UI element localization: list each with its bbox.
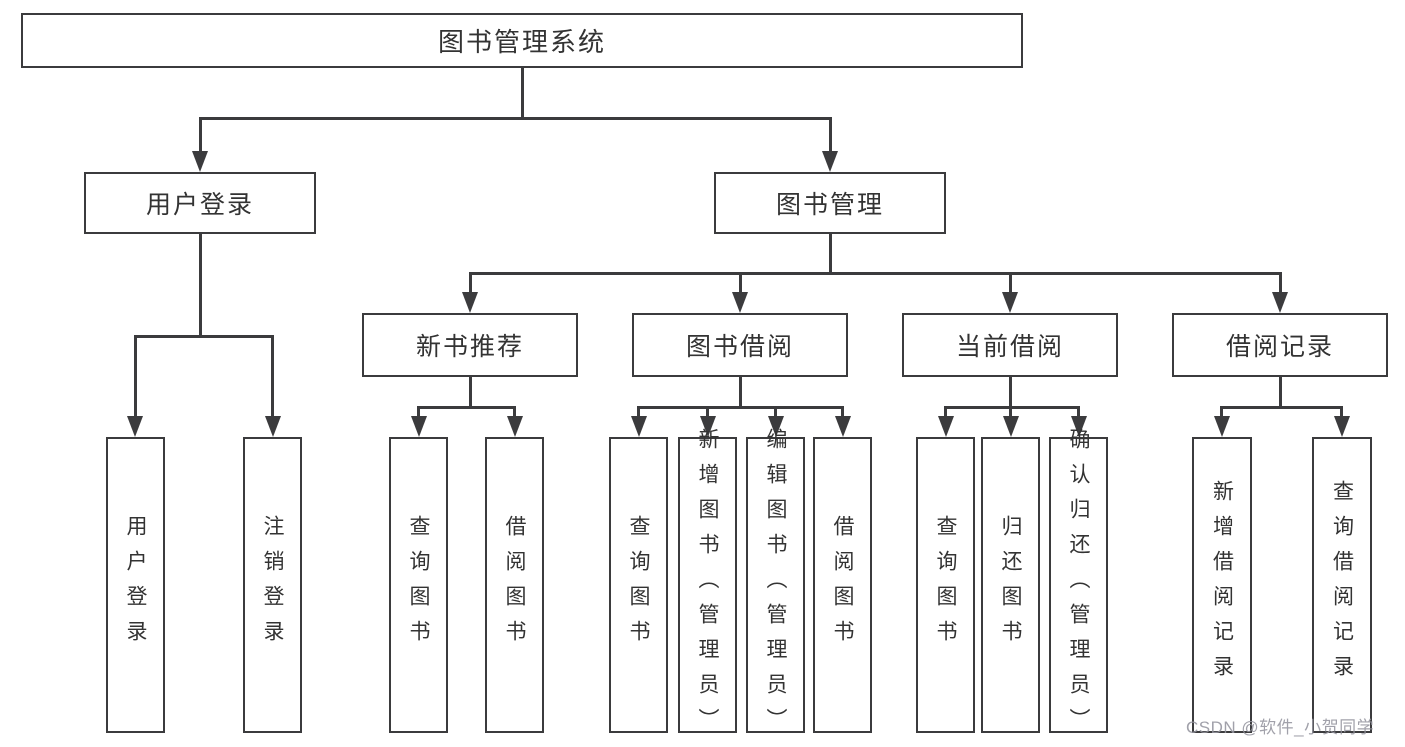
connector-line <box>1077 407 1080 420</box>
arrow-down-icon <box>1070 416 1087 437</box>
connector-line <box>774 407 777 420</box>
connector-line <box>271 336 274 420</box>
node-current-borrowing: 当前借阅 <box>902 313 1118 377</box>
connector-line <box>1008 377 1012 408</box>
connector-line <box>1009 407 1012 420</box>
node-user-login: 用户登录 <box>84 172 316 234</box>
connector-line <box>1220 407 1223 420</box>
leaf-return-books: 归还图书 <box>981 437 1040 733</box>
node-label: 图书管理 <box>775 191 884 219</box>
node-new-book-recommendation: 新书推荐 <box>362 313 578 377</box>
leaf-edit-books-admin: 编辑图书（管理员） <box>746 428 805 743</box>
arrow-down-icon <box>699 416 716 437</box>
arrow-down-icon <box>264 416 281 437</box>
connector-line <box>198 234 202 338</box>
connector-line <box>637 407 640 420</box>
node-label: 编辑图书（管理员） <box>764 427 787 743</box>
arrow-down-icon <box>1002 416 1019 437</box>
node-label: 图书借阅 <box>685 333 794 361</box>
leaf-borrow-books-recommend: 借阅图书 <box>485 437 544 733</box>
arrow-down-icon <box>127 416 143 437</box>
leaf-add-borrow-record: 新增借阅记录 <box>1192 437 1252 733</box>
arrow-down-icon <box>1272 292 1288 313</box>
node-label: 当前借阅 <box>955 333 1064 361</box>
leaf-logout: 注销登录 <box>243 437 302 733</box>
csdn-watermark: CSDN @软件_小贺同学 <box>1186 718 1375 737</box>
arrow-down-icon <box>1002 292 1018 313</box>
node-label: 新增借阅记录 <box>1210 480 1234 690</box>
connector-line <box>1340 407 1343 420</box>
leaf-query-books-current: 查询图书 <box>916 437 975 733</box>
node-label: 注销登录 <box>261 515 284 655</box>
arrow-down-icon <box>462 292 478 313</box>
node-label: 查询借阅记录 <box>1330 480 1354 690</box>
arrow-down-icon <box>630 416 647 437</box>
arrow-down-icon <box>506 416 523 437</box>
connector-line <box>468 273 472 296</box>
connector-line <box>1008 273 1012 296</box>
connector-line <box>520 68 524 120</box>
node-book-borrowing: 图书借阅 <box>632 313 848 377</box>
node-label: 查询图书 <box>407 515 430 655</box>
connector-line <box>133 336 137 420</box>
leaf-user-login: 用户登录 <box>106 437 165 733</box>
node-label: 借阅图书 <box>831 515 854 655</box>
connector-line <box>828 118 832 155</box>
arrow-down-icon <box>834 416 851 437</box>
connector-line <box>198 118 202 155</box>
connector-line <box>738 273 742 296</box>
arrow-down-icon <box>1213 416 1230 437</box>
arrow-down-icon <box>822 151 838 172</box>
connector-line <box>828 234 832 275</box>
node-label: 查询图书 <box>934 515 957 655</box>
connector-line <box>738 377 742 408</box>
connector-line <box>1278 273 1282 296</box>
arrow-down-icon <box>1333 416 1350 437</box>
leaf-query-books-borrowing: 查询图书 <box>609 437 668 733</box>
arrow-down-icon <box>410 416 427 437</box>
connector-line <box>1278 377 1282 408</box>
node-label: 借阅记录 <box>1225 333 1334 361</box>
leaf-query-borrow-record: 查询借阅记录 <box>1312 437 1372 733</box>
node-label: 借阅图书 <box>503 515 526 655</box>
connector-line <box>468 271 1282 275</box>
connector-line <box>198 116 832 120</box>
arrow-down-icon <box>732 292 748 313</box>
connector-line <box>944 407 947 420</box>
node-label: 新书推荐 <box>415 333 524 361</box>
node-label: 确认归还（管理员） <box>1067 427 1090 743</box>
node-label: 用户登录 <box>145 191 254 219</box>
node-label: 归还图书 <box>999 515 1022 655</box>
node-label: 新增图书（管理员） <box>696 427 719 743</box>
node-label: 查询图书 <box>627 515 650 655</box>
connector-line <box>417 407 420 420</box>
connector-line <box>133 334 274 338</box>
arrow-down-icon <box>192 151 208 172</box>
leaf-add-books-admin: 新增图书（管理员） <box>678 428 737 743</box>
leaf-query-books-recommend: 查询图书 <box>389 437 448 733</box>
connector-line <box>513 407 516 420</box>
node-borrowing-records: 借阅记录 <box>1172 313 1388 377</box>
node-label: 用户登录 <box>124 515 147 655</box>
arrow-down-icon <box>937 416 954 437</box>
connector-line <box>841 407 844 420</box>
connector-line <box>468 377 472 408</box>
node-book-management: 图书管理 <box>714 172 946 234</box>
arrow-down-icon <box>767 416 784 437</box>
leaf-borrow-books-borrowing: 借阅图书 <box>813 437 872 733</box>
node-label: 图书管理系统 <box>437 27 606 57</box>
connector-line <box>417 405 516 409</box>
connector-line <box>944 405 1080 409</box>
connector-line <box>1220 405 1343 409</box>
leaf-confirm-return-admin: 确认归还（管理员） <box>1049 428 1108 743</box>
connector-line <box>706 407 709 420</box>
node-library-management-system: 图书管理系统 <box>21 13 1023 68</box>
connector-line <box>637 405 844 409</box>
